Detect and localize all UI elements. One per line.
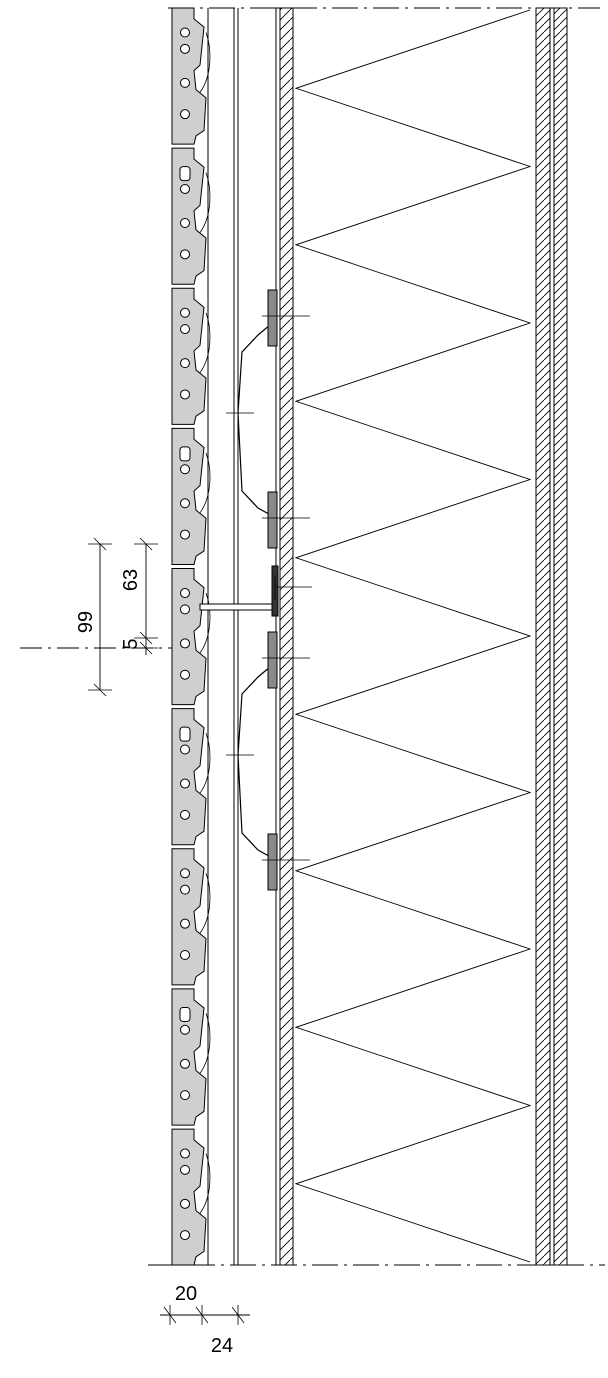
tile-hole <box>180 1058 190 1069</box>
insulation-layer <box>292 8 537 1265</box>
tile-clip <box>199 312 211 373</box>
tile-hole <box>180 918 190 929</box>
inner-wall-boards <box>535 7 568 1266</box>
break-lines <box>148 7 605 1266</box>
tile-hole <box>180 249 190 260</box>
horizontal-dimension-chain <box>160 1305 250 1325</box>
ceramic-tile <box>171 1128 211 1266</box>
tile-hole <box>180 604 190 615</box>
tile-clip <box>199 172 211 233</box>
tile-hole <box>180 1230 190 1241</box>
tile-hole <box>180 324 190 335</box>
tile-hole <box>180 358 190 369</box>
tile-clip <box>199 1013 211 1074</box>
insulation-zigzag <box>294 9 532 1263</box>
tile-clip <box>199 873 211 934</box>
tile-hole <box>180 1198 190 1209</box>
hat-bracket <box>226 289 310 549</box>
tile-slot <box>179 166 191 182</box>
joint-connector <box>199 565 312 617</box>
tile-hole <box>180 1164 190 1175</box>
hat-bracket <box>226 631 310 891</box>
dimension-label-20: 20 <box>175 1283 197 1305</box>
support-profile-lines <box>207 8 239 1265</box>
tile-hole <box>180 588 190 599</box>
tile-hole <box>180 778 190 789</box>
tile-hole <box>180 498 190 509</box>
ceramic-tile <box>171 708 211 846</box>
tile-hole <box>180 307 190 318</box>
tile-hole <box>180 218 190 229</box>
bracket-pad <box>267 631 278 689</box>
tile-hole <box>180 744 190 755</box>
tile-clip <box>199 32 211 93</box>
tile-slot <box>179 726 191 742</box>
bracket-pad <box>267 491 278 549</box>
dimension-label-63: 63 <box>120 569 142 591</box>
tile-hole <box>180 43 190 54</box>
tile-hole <box>180 1148 190 1159</box>
tile-hole <box>180 464 190 475</box>
bracket-pad <box>267 833 278 891</box>
ceramic-tile <box>171 848 211 986</box>
dimension-label-24: 24 <box>211 1335 233 1357</box>
tile-clip <box>199 452 211 514</box>
tile-hole <box>180 809 190 820</box>
tile-hole <box>180 949 190 960</box>
tile-hole <box>180 638 190 649</box>
ceramic-tile <box>171 7 211 145</box>
ceramic-tile <box>171 568 211 706</box>
hat-profile-brackets <box>226 289 310 891</box>
tile-hole <box>180 109 190 120</box>
ceramic-tile <box>171 427 211 566</box>
tile-clip <box>199 1153 211 1214</box>
tile-hole <box>180 389 190 400</box>
ceramic-tile <box>171 287 211 425</box>
tile-hole <box>180 1024 190 1035</box>
tile-hole <box>180 27 190 38</box>
tile-clip <box>199 733 211 794</box>
tile-slot <box>179 1006 191 1022</box>
tile-clip <box>199 592 211 654</box>
vertical-dimension-chain <box>88 537 158 697</box>
tile-hole <box>180 1090 190 1101</box>
tile-hole <box>180 529 190 540</box>
bracket-pad <box>267 289 278 347</box>
ceramic-tile <box>171 147 211 285</box>
tile-hole <box>180 183 190 194</box>
dimension-label-99: 99 <box>75 611 97 633</box>
tile-hole <box>180 884 190 895</box>
tile-hole <box>180 868 190 879</box>
tile-hole <box>180 669 190 680</box>
ceramic-tile <box>171 988 211 1126</box>
dimension-label-5: 5 <box>120 638 142 649</box>
ceramic-tile-panels <box>171 7 211 1266</box>
tile-hole <box>180 77 190 88</box>
tile-slot <box>179 446 191 462</box>
sheathing-board <box>275 7 294 1266</box>
